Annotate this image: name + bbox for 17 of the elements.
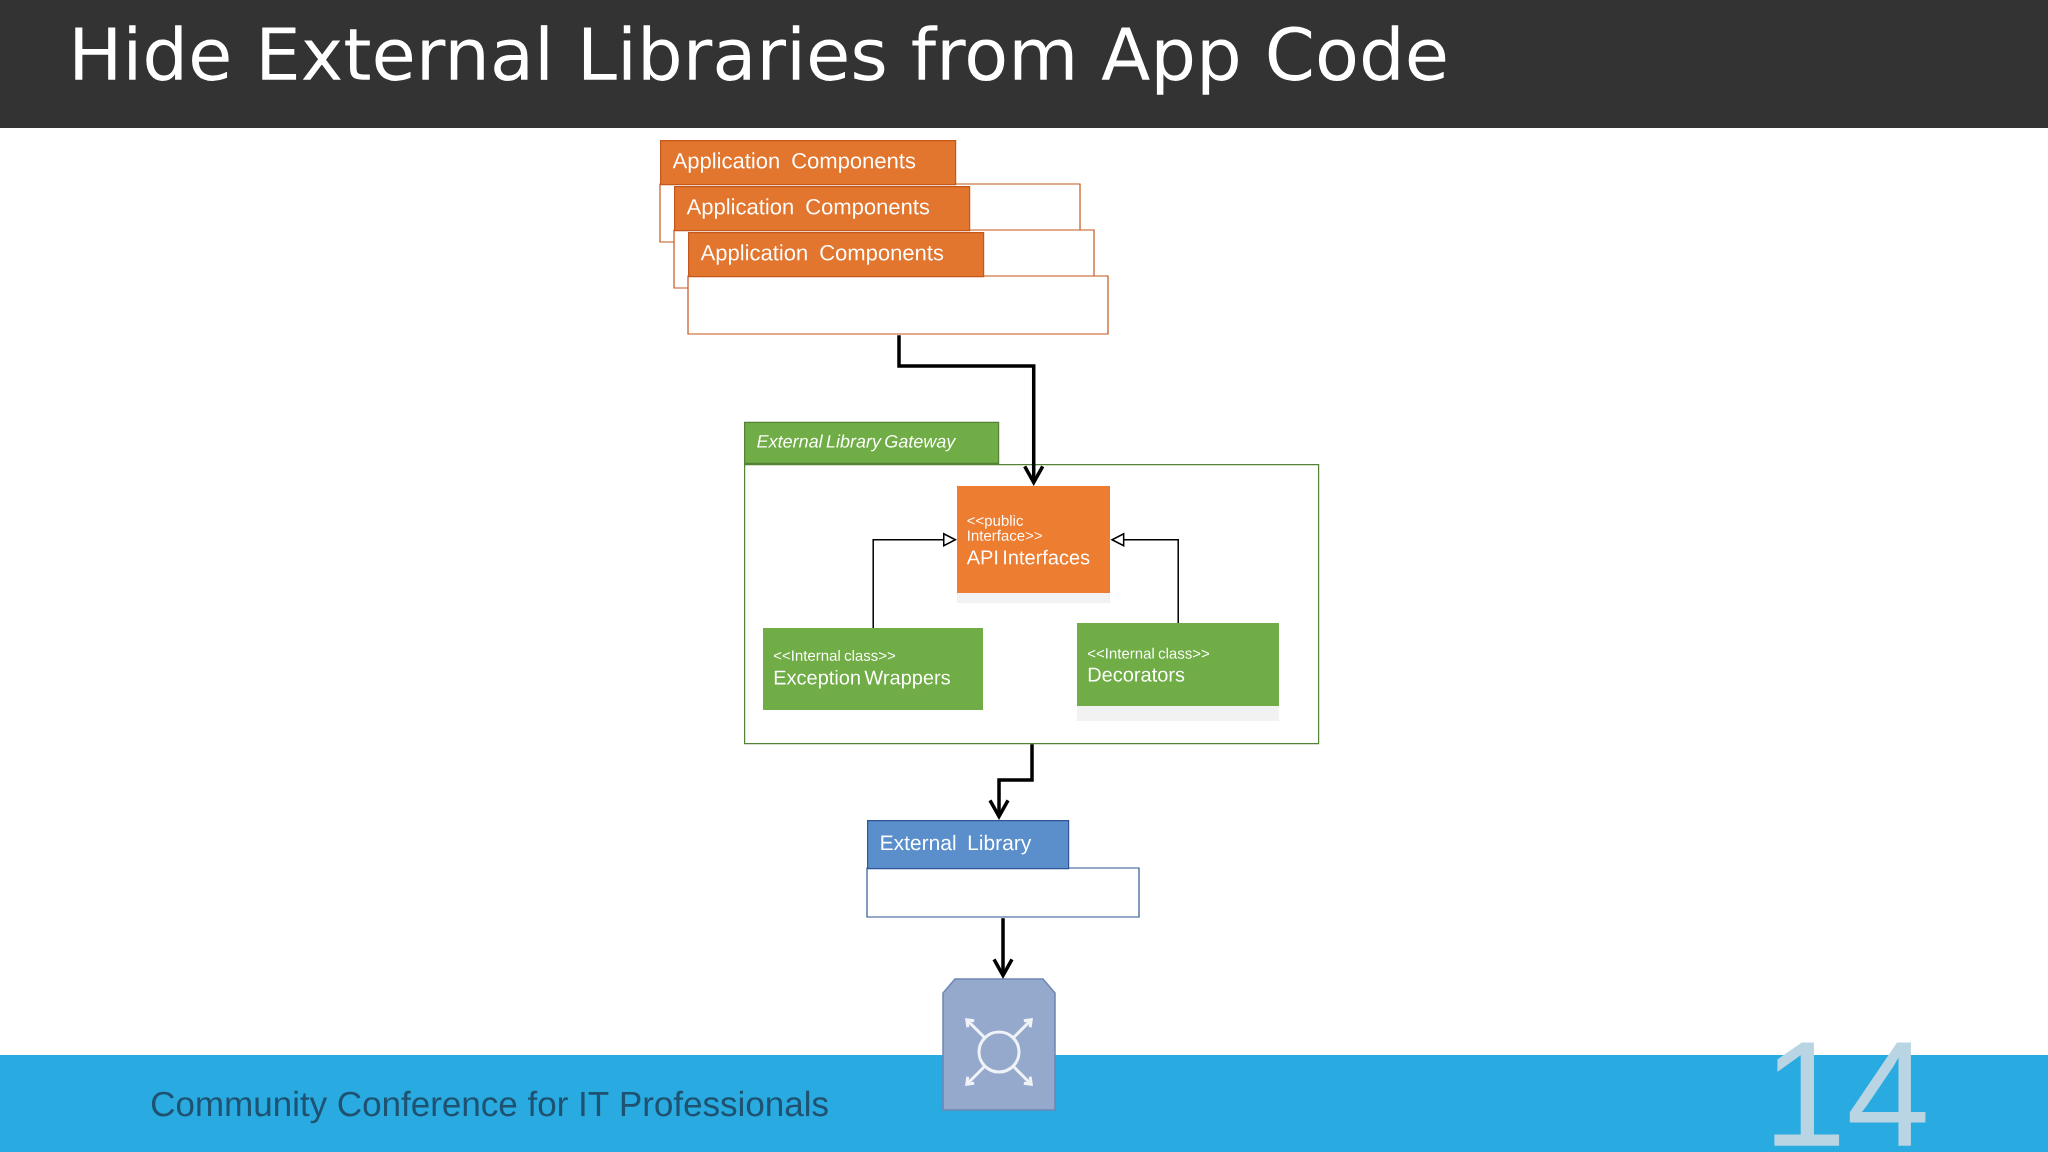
component-header: Application Components — [674, 186, 971, 232]
node-label: External Library Gateway — [757, 434, 957, 452]
component-header: Application Components — [660, 140, 957, 186]
footer-text: Community Conference for IT Professionals — [152, 1090, 828, 1124]
class-box: <<Internal class>> Decorators — [1077, 623, 1279, 721]
arrow — [872, 532, 957, 629]
class-box: <<Internal class>> Exception Wrappers — [763, 628, 983, 710]
class-box: <<public Interface>> API Interfaces — [957, 486, 1110, 603]
arrow — [897, 335, 1045, 486]
component-box: External Library — [866, 820, 1140, 918]
arrow — [988, 744, 1034, 820]
slide-number: 14 — [1774, 1042, 1926, 1146]
node-label: External Library — [881, 834, 1032, 855]
component-header: Application Components — [688, 232, 985, 278]
arrow — [992, 918, 1014, 980]
slide-title: Hide External Libraries from App Code — [75, 25, 1446, 95]
server-icon — [942, 978, 1056, 1111]
